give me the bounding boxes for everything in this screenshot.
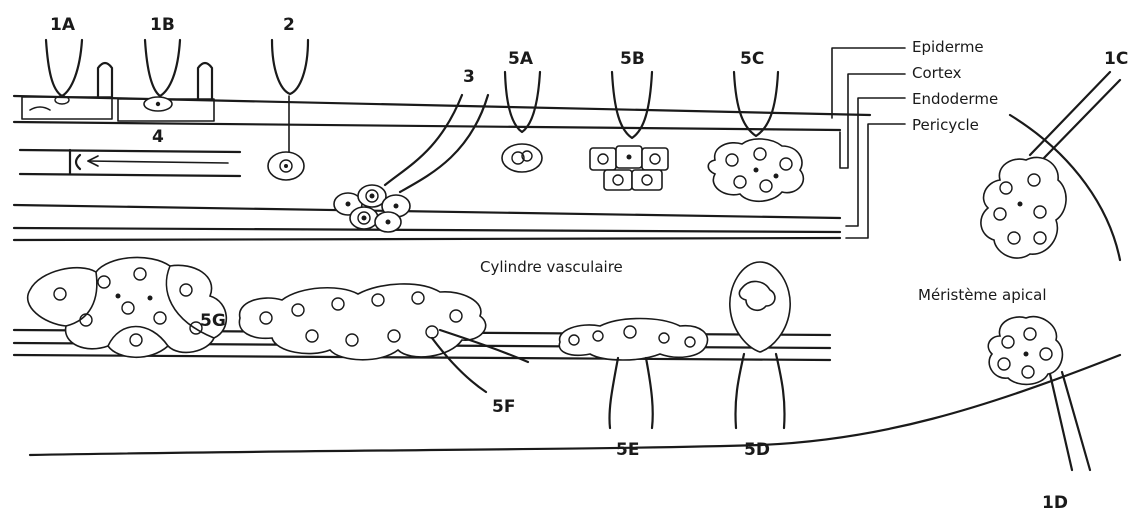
nematode-5D-right xyxy=(776,354,785,428)
label-5D: 5D xyxy=(744,440,770,460)
nematode-1D-right xyxy=(1062,372,1090,470)
pericycle-line-1 xyxy=(14,205,840,218)
giant-cells-5F xyxy=(239,284,485,360)
label-endodermis: Endoderme xyxy=(912,90,998,108)
label-5A: 5A xyxy=(508,49,534,69)
label-4: 4 xyxy=(152,127,164,147)
nematode-5E-right xyxy=(646,358,653,428)
epidermis-leader xyxy=(832,48,905,118)
nematode-5E-left xyxy=(609,358,618,428)
label-epidermis: Epiderme xyxy=(912,38,984,56)
stage-5F xyxy=(239,284,528,392)
label-1A: 1A xyxy=(50,15,76,35)
feeding-site-1C xyxy=(981,157,1066,258)
lower-root-surface xyxy=(30,355,1120,455)
pericycle-line-2 xyxy=(14,228,840,232)
stage-5D xyxy=(730,262,790,428)
label-1B: 1B xyxy=(150,15,175,35)
pericycle-leader xyxy=(846,124,905,238)
cell-1A-detail xyxy=(30,107,50,110)
label-apical-meristem: Méristème apical xyxy=(918,286,1047,304)
nematode-3-left xyxy=(385,95,462,185)
nematode-1D-left xyxy=(1050,374,1072,470)
nematode-2 xyxy=(272,40,308,94)
feeding-cell-1B-nucleus xyxy=(156,102,160,106)
label-3: 3 xyxy=(463,67,475,87)
stage-5C xyxy=(708,72,803,201)
label-pericycle: Pericycle xyxy=(912,116,979,134)
label-5G: 5G xyxy=(200,311,226,331)
stage-1D xyxy=(988,317,1090,470)
nematode-5A xyxy=(505,72,540,132)
pericycle-line-3 xyxy=(14,238,840,240)
stage-5B xyxy=(590,72,668,190)
nematode-4 xyxy=(88,161,228,163)
nematode-1B xyxy=(145,40,180,96)
root-hair-1A xyxy=(98,63,112,98)
label-1D: 1D xyxy=(1042,493,1068,513)
tissue-labels: Epiderme Cortex Endoderme Pericycle xyxy=(912,38,998,134)
nematode-1C-right xyxy=(1044,80,1120,158)
stage-5A xyxy=(502,72,542,172)
label-5C: 5C xyxy=(740,49,764,69)
label-5B: 5B xyxy=(620,49,645,69)
stage-1A-1B-root-hairs xyxy=(22,40,214,121)
label-vascular-cylinder: Cylindre vasculaire xyxy=(480,258,623,276)
label-2: 2 xyxy=(283,15,295,35)
stage-1C xyxy=(981,72,1120,258)
label-1C: 1C xyxy=(1104,49,1128,69)
nematode-5C xyxy=(734,72,778,136)
nematode-1C-left xyxy=(1030,72,1110,155)
female-5D xyxy=(730,262,790,352)
stage-4-vessel xyxy=(20,150,240,176)
nematode-3-right xyxy=(400,95,488,192)
label-5F: 5F xyxy=(492,397,515,417)
stage-5E xyxy=(559,319,707,429)
cell-cluster-3 xyxy=(334,185,410,232)
cortex-leader xyxy=(840,74,905,168)
label-cortex: Cortex xyxy=(912,64,962,82)
nematode-5D-left xyxy=(735,354,744,428)
root-hair-1B xyxy=(198,63,212,100)
nematode-1A xyxy=(46,40,82,96)
label-5E: 5E xyxy=(616,440,639,460)
tissue-label-leaders xyxy=(832,48,905,238)
endodermis-line xyxy=(14,122,840,130)
stage-2-migration xyxy=(268,40,308,180)
endodermis-leader xyxy=(846,98,905,226)
